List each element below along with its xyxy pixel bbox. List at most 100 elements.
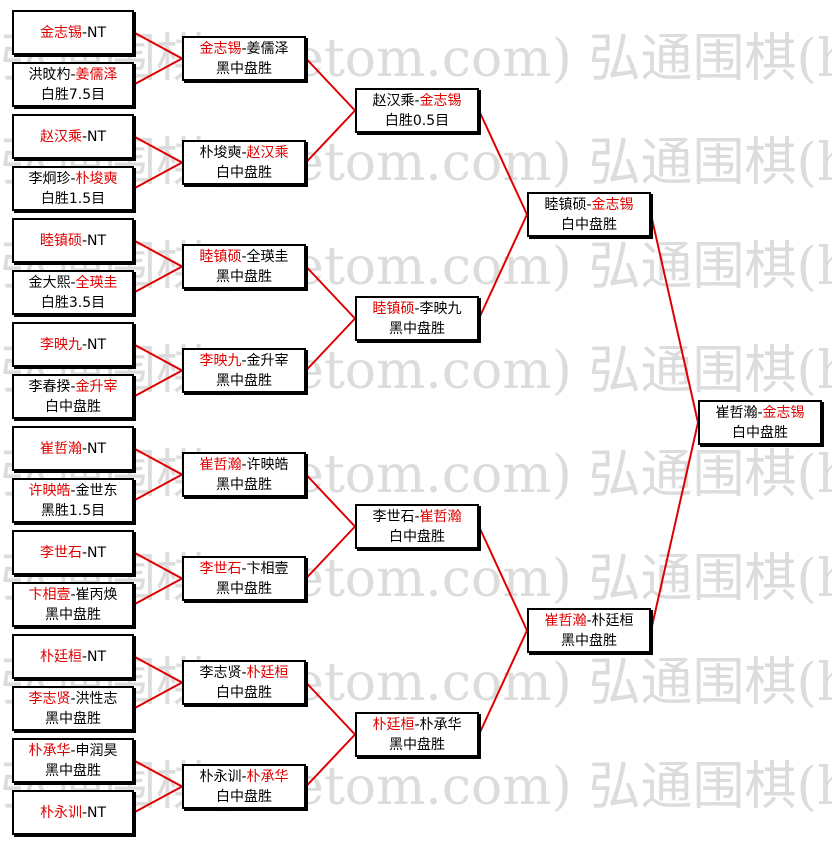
player-2: 朴廷桓 <box>246 664 289 681</box>
match-box-round1-14: 李志贤-洪性志黑中盘胜 <box>12 686 134 731</box>
watermark-text: 弘通围棋(hoetom.com) 弘通围棋(hoetom.com) <box>0 757 832 817</box>
bracket-connector <box>133 473 183 502</box>
match-result: 黑中盘胜 <box>216 476 272 493</box>
player-1: 李春揆 <box>28 378 71 395</box>
match-result: 黑中盘胜 <box>45 710 101 727</box>
player-separator: - <box>70 378 76 395</box>
match-result: 白中盘胜 <box>732 424 788 441</box>
player-2: 朴承华 <box>419 716 462 733</box>
player-2: 金升宰 <box>246 352 289 369</box>
bracket-connector <box>133 655 183 684</box>
player-1: 李映九 <box>199 352 242 369</box>
match-result: 黑中盘胜 <box>389 320 445 337</box>
match-players: 卞相壹-崔丙焕 <box>28 585 117 605</box>
player-2: 朴埈奭 <box>75 170 118 187</box>
player-1: 许映皓 <box>28 482 71 499</box>
bracket-connector <box>305 681 356 736</box>
player-1: 李世石 <box>199 560 242 577</box>
bracket-connector <box>650 422 699 631</box>
player-2: NT <box>87 24 107 41</box>
match-result: 白中盘胜 <box>216 684 272 701</box>
match-box-round1-8: 李春揆-金升宰白中盘胜 <box>12 374 134 419</box>
player-1: 朴承华 <box>28 742 71 759</box>
match-box-round2-8: 朴永训-朴承华白中盘胜 <box>182 764 306 809</box>
match-players: 赵汉乘-金志锡 <box>372 91 461 111</box>
player-2: 崔哲瀚 <box>419 508 462 525</box>
player-1: 崔哲瀚 <box>39 440 82 457</box>
player-separator: - <box>81 336 88 353</box>
match-result: 黑中盘胜 <box>45 606 101 623</box>
bracket-connector <box>305 317 356 372</box>
match-result: 白中盘胜 <box>45 398 101 415</box>
player-2: 全瑛圭 <box>75 274 118 291</box>
player-2: 卞相壹 <box>246 560 289 577</box>
player-1: 金志锡 <box>199 40 242 57</box>
match-result: 黑中盘胜 <box>561 632 617 649</box>
player-2: 金志锡 <box>419 92 462 109</box>
match-result: 黑中盘胜 <box>216 580 272 597</box>
player-2: 金世东 <box>75 482 118 499</box>
player-2: 金升宰 <box>75 378 118 395</box>
match-box-round2-3: 睦镇硕-全瑛圭黑中盘胜 <box>182 244 306 289</box>
match-players: 李志贤-洪性志 <box>28 689 117 709</box>
watermark-text: 弘通围棋(hoetom.com) 弘通围棋(hoetom.com) <box>0 29 832 89</box>
bracket-connector <box>478 214 528 319</box>
player-1: 崔哲瀚 <box>544 612 587 629</box>
player-1: 金志锡 <box>39 24 82 41</box>
match-box-round2-2: 朴埈奭-赵汉乘白中盘胜 <box>182 140 306 185</box>
match-players: 朴廷桓-朴承华 <box>372 715 461 735</box>
match-players: 许映皓-金世东 <box>28 481 117 501</box>
bracket-connector <box>133 447 183 476</box>
player-1: 李志贤 <box>28 690 71 707</box>
bracket-connector <box>133 57 183 86</box>
watermark-text: 弘通围棋(hoetom.com) 弘通围棋(hoetom.com) <box>0 549 832 609</box>
player-separator: - <box>241 456 247 473</box>
match-result: 黑中盘胜 <box>216 268 272 285</box>
match-box-round2-7: 李志贤-朴廷桓白中盘胜 <box>182 660 306 705</box>
match-result: 黑中盘胜 <box>45 762 101 779</box>
bracket-connector <box>133 785 183 814</box>
player-separator: - <box>241 40 247 57</box>
match-players: 洪旼杓-姜儒泽 <box>28 65 117 85</box>
player-separator: - <box>70 482 76 499</box>
player-1: 朴永训 <box>199 768 242 785</box>
bracket-connector <box>133 759 183 788</box>
match-box-round3-2: 睦镇硕-李映九黑中盘胜 <box>355 296 479 341</box>
player-2: 许映皓 <box>246 456 289 473</box>
player-separator: - <box>70 586 76 603</box>
player-separator: - <box>241 144 247 161</box>
match-box-round1-16: 朴永训-NT <box>12 790 134 835</box>
player-1: 赵汉乘 <box>39 128 82 145</box>
match-players: 睦镇硕-全瑛圭 <box>199 247 288 267</box>
watermark-text: 弘通围棋(hoetom.com) 弘通围棋(hoetom.com) <box>0 341 832 401</box>
player-separator: - <box>241 248 247 265</box>
match-players: 李志贤-朴廷桓 <box>199 663 288 683</box>
player-separator: - <box>81 24 88 41</box>
bracket-connector <box>133 161 183 190</box>
player-2: 姜儒泽 <box>75 66 118 83</box>
player-2: 崔丙焕 <box>75 586 118 603</box>
match-box-round2-6: 李世石-卞相壹黑中盘胜 <box>182 556 306 601</box>
bracket-connector <box>478 526 528 631</box>
match-result: 黑中盘胜 <box>216 60 272 77</box>
match-result: 白中盘胜 <box>389 528 445 545</box>
player-1: 金大熙 <box>28 274 71 291</box>
player-separator: - <box>586 196 592 213</box>
player-1: 睦镇硕 <box>39 232 82 249</box>
match-result: 黑中盘胜 <box>389 736 445 753</box>
player-separator: - <box>81 648 88 665</box>
match-box-round1-1: 金志锡-NT <box>12 10 134 55</box>
player-2: NT <box>87 544 107 561</box>
match-result: 白中盘胜 <box>561 216 617 233</box>
bracket-connector <box>650 214 699 423</box>
match-box-round2-4: 李映九-金升宰黑中盘胜 <box>182 348 306 393</box>
player-separator: - <box>414 508 420 525</box>
player-1: 李志贤 <box>199 664 242 681</box>
match-players: 李世石-NT <box>40 543 106 563</box>
bracket-connector <box>305 525 356 580</box>
match-players: 李春揆-金升宰 <box>28 377 117 397</box>
player-separator: - <box>414 716 420 733</box>
player-2: NT <box>87 336 107 353</box>
match-box-round2-1: 金志锡-姜儒泽黑中盘胜 <box>182 36 306 81</box>
